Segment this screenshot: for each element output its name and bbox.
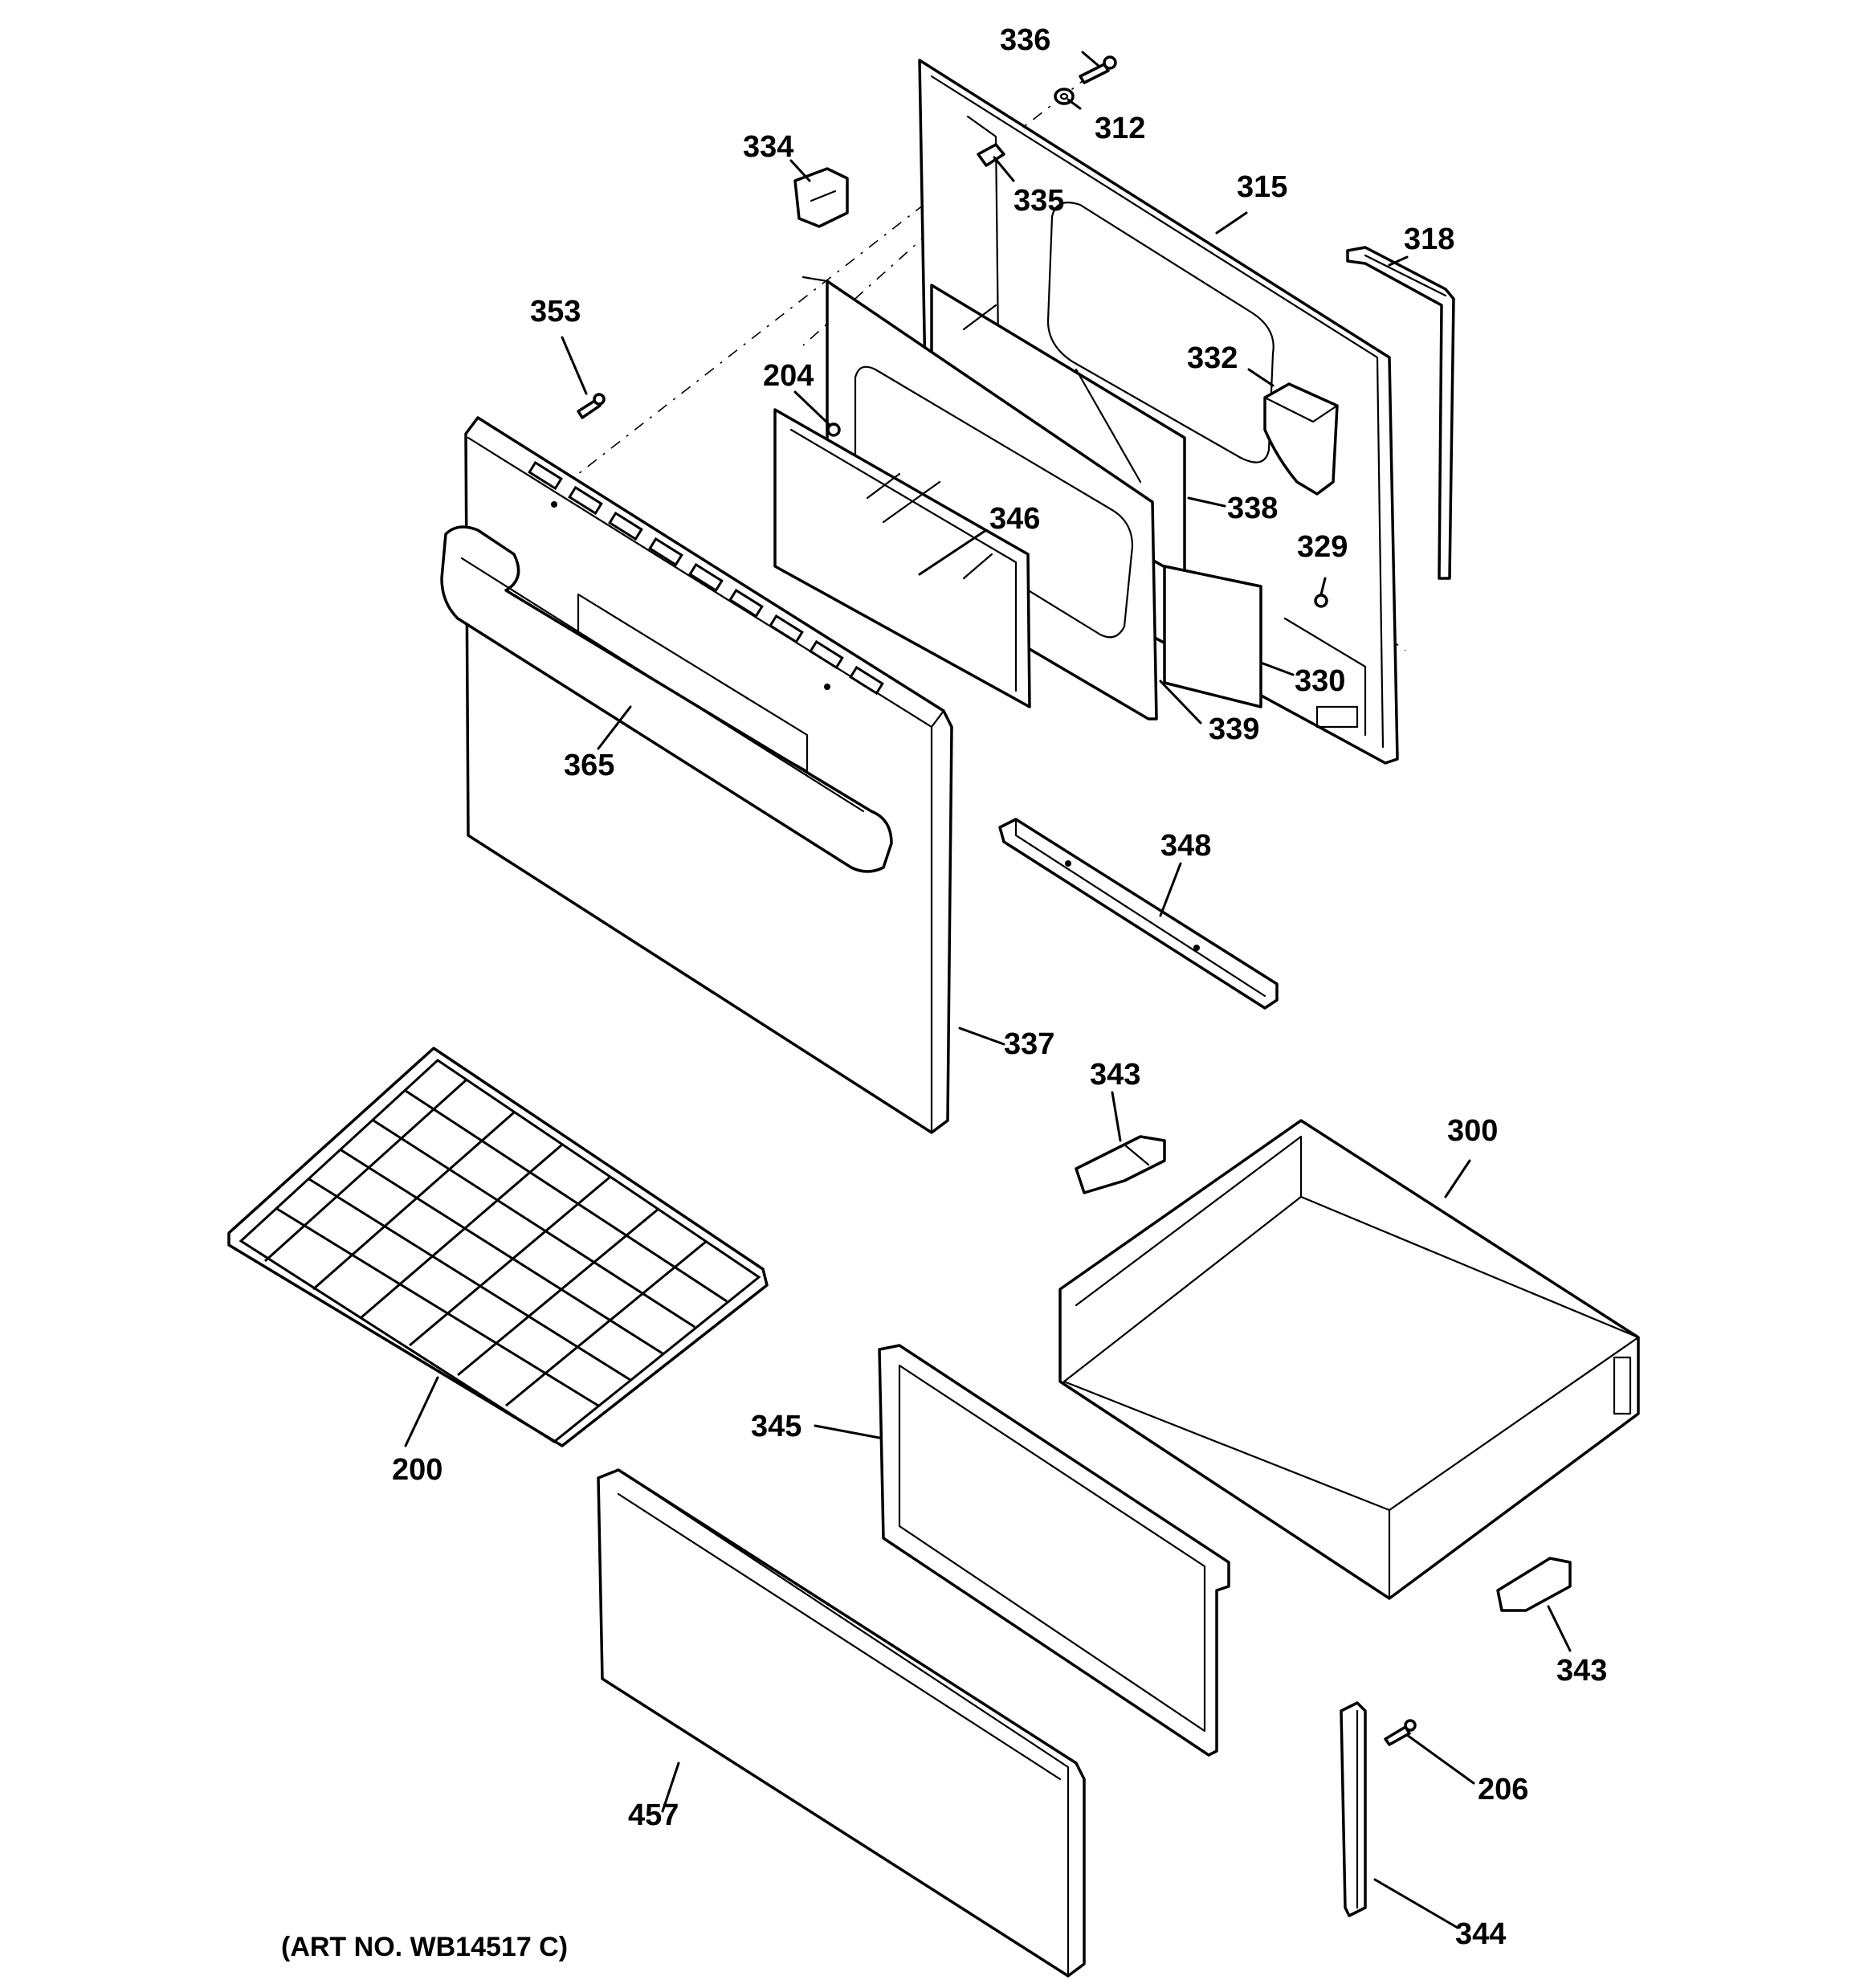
art-number: (ART NO. WB14517 C) <box>281 1932 568 1962</box>
label-348: 348 <box>1160 829 1211 863</box>
side-rail-bracket <box>1340 1701 1367 1917</box>
door-gasket-strip <box>1346 246 1455 580</box>
lower-glass-panel <box>1163 565 1262 708</box>
label-339: 339 <box>1209 712 1259 746</box>
hinge-pin <box>977 143 1005 167</box>
label-329: 329 <box>1297 530 1348 564</box>
label-204: 204 <box>763 359 814 393</box>
label-312: 312 <box>1095 112 1145 145</box>
insulation-block <box>1263 382 1339 496</box>
label-346: 346 <box>989 502 1040 536</box>
drawer-slide-lower <box>1496 1557 1572 1612</box>
inner-door-panel <box>918 59 1399 765</box>
screw-206 <box>1384 1719 1417 1746</box>
door-handle <box>440 525 893 873</box>
oven-rack <box>227 1047 769 1447</box>
leader-lines <box>404 51 1572 1929</box>
part-labels: 336 312 334 335 315 318 353 204 332 346 … <box>392 23 1607 1951</box>
label-335: 335 <box>1014 184 1064 218</box>
label-338: 338 <box>1227 492 1278 525</box>
label-318: 318 <box>1404 222 1454 256</box>
label-457: 457 <box>628 1798 679 1832</box>
rack-wires <box>263 1079 728 1407</box>
label-353: 353 <box>530 295 581 329</box>
door-rail <box>998 818 1279 1010</box>
label-365: 365 <box>564 749 614 782</box>
label-334: 334 <box>743 130 793 164</box>
drawer-slide-upper <box>1075 1135 1166 1194</box>
label-206: 206 <box>1478 1773 1528 1806</box>
label-200: 200 <box>392 1453 443 1487</box>
screw-353 <box>577 393 606 419</box>
screw-204 <box>826 423 841 437</box>
label-344: 344 <box>1455 1917 1506 1951</box>
outer-glass <box>773 408 1031 708</box>
screw-329 <box>1314 594 1328 608</box>
label-345: 345 <box>751 1410 801 1443</box>
label-332: 332 <box>1187 341 1238 375</box>
label-300: 300 <box>1447 1114 1498 1148</box>
screw-336 <box>1079 55 1117 84</box>
label-343-upper: 343 <box>1090 1058 1140 1092</box>
label-343-lower: 343 <box>1556 1654 1607 1688</box>
hinge-bracket <box>793 167 849 228</box>
label-315: 315 <box>1237 170 1287 204</box>
label-336: 336 <box>1000 23 1050 57</box>
label-330: 330 <box>1295 664 1345 698</box>
vent-slots <box>528 460 884 696</box>
drawer-body <box>1058 1119 1640 1600</box>
drawer-inner-panel <box>878 1344 1230 1757</box>
label-337: 337 <box>1004 1027 1054 1061</box>
drawer-front <box>597 1468 1086 1978</box>
